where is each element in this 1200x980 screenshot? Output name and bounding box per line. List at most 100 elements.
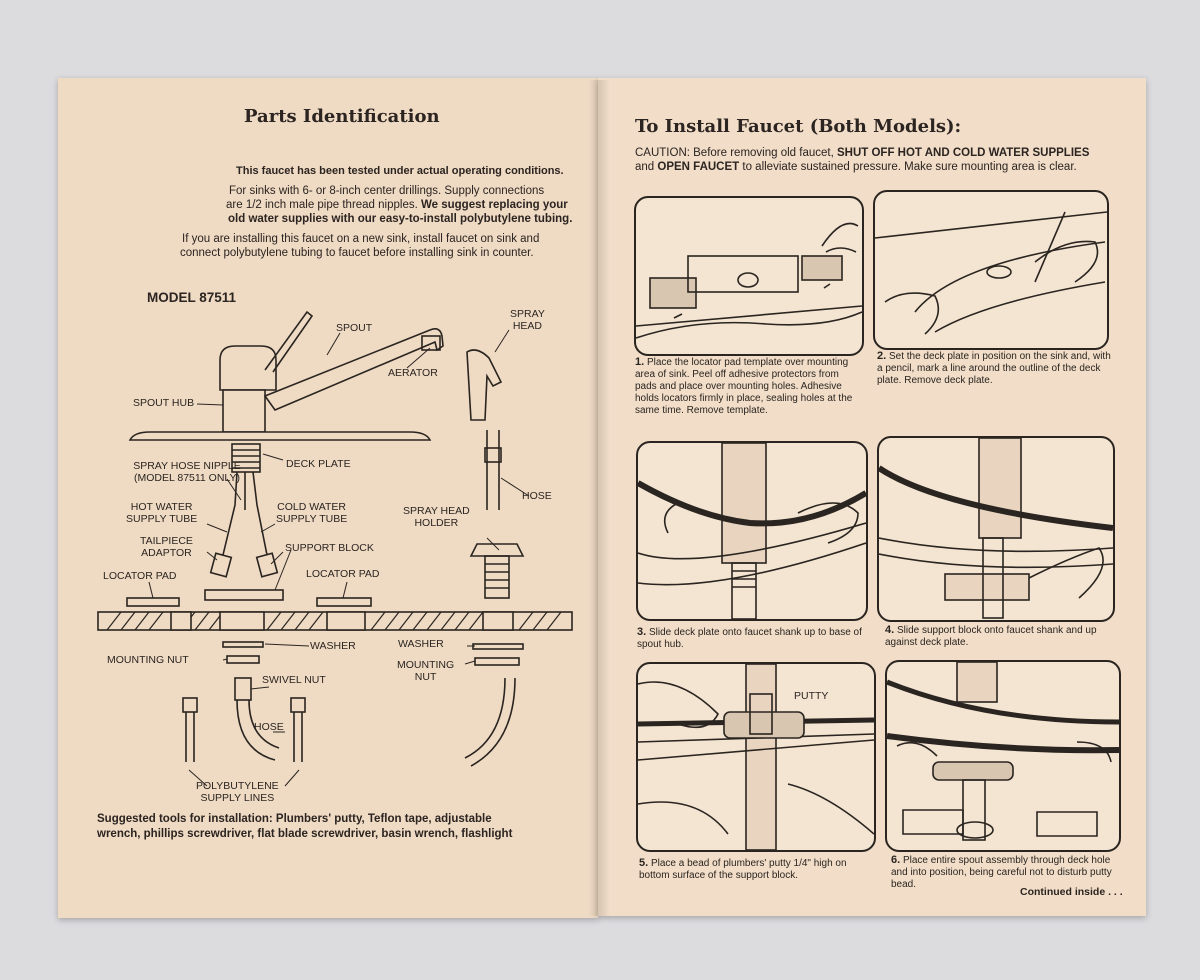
caution-g: mounting area is clear. [961,161,1077,173]
parts-identification-title: Parts Identification [244,106,440,127]
hot-supply-tube [222,471,238,556]
step-6-number: 6. [891,854,901,866]
caution-a: CAUTION: Before removing old faucet, [635,147,834,159]
tools-line2: wrench, phillips screwdriver, flat blade… [97,828,513,840]
step-1-illustration [634,196,864,356]
shank-threads [231,443,261,473]
label-hot-water-line2: SUPPLY TUBE [126,513,198,525]
step-5-text: Place a bead of plumbers' putty 1/4" hig… [639,858,847,881]
handle-lever [264,310,314,373]
step-3-number: 3. [637,626,647,638]
step-5-number: 5. [639,857,649,869]
spout-hub-base [222,389,266,433]
step-2-illustration [873,190,1109,350]
caution-d: and [635,161,655,173]
washer-right-shape [472,643,524,650]
step-6-caption: 6. Place entire spout assembly through d… [891,854,1127,891]
label-washer-left: WASHER [310,640,356,652]
intro-drillings-line1: For sinks with 6- or 8-inch center drill… [229,185,545,197]
label-mounting-nut-right: MOUNTING NUT [397,659,454,683]
label-spray-head: SPRAY HEAD [510,308,545,332]
label-locator-pad-right: LOCATOR PAD [306,568,380,580]
label-cold-water-line1: COLD WATER [277,501,347,513]
label-mounting-nut-right-line2: NUT [414,671,437,683]
step-2-drawing [875,211,1107,335]
label-hose-right: HOSE [522,490,552,502]
label-support-block: SUPPORT BLOCK [285,542,374,554]
spout-shape [263,328,444,411]
supply-line-right [293,712,303,762]
swivel-nut-shape [234,677,252,701]
label-swivel-nut: SWIVEL NUT [262,674,326,686]
model-number: MODEL 87511 [147,290,237,305]
label-spray-head-holder-line2: HOLDER [414,517,459,529]
tailpiece-adaptor-left [209,552,233,578]
step-1-text: Place the locator pad template over moun… [635,357,853,416]
mounting-nut-right-shape [474,657,520,666]
step-2-number: 2. [877,350,887,362]
step-3-drawing [638,443,866,619]
parts-diagram [97,310,573,787]
intro-new-sink-line2: connect polybutylene tubing to faucet be… [180,247,534,259]
caution-text: CAUTION: Before removing old faucet, SHU… [635,146,1105,174]
booklet-spine [588,80,610,916]
spray-hose-shape [486,430,500,510]
step-2-text: Set the deck plate in position on the si… [877,351,1111,386]
caution-f: to alleviate sustained pressure. Make su… [742,161,958,173]
tools-heading: Suggested tools for installation: [97,813,273,825]
label-mounting-nut-right-line1: MOUNTING [397,659,455,671]
step-4-drawing [879,438,1113,619]
label-hot-water: HOT WATER SUPPLY TUBE [126,501,197,525]
step-4-text: Slide support block onto faucet shank an… [885,625,1097,648]
label-spout-hub: SPOUT HUB [133,397,195,409]
intro-new-sink-line1: If you are installing this faucet on a n… [182,233,540,245]
deck-plate-shape [128,431,432,441]
left-page [58,78,598,918]
label-cold-water: COLD WATER SUPPLY TUBE [276,501,347,525]
washer-left-shape [222,641,264,648]
step-4-number: 4. [885,624,895,636]
supply-line-left-nut [182,697,198,713]
spout-hub-shape [219,345,277,391]
step-1-number: 1. [635,356,645,368]
label-spray-head-holder: SPRAY HEAD HOLDER [403,505,470,529]
intro-suggest: We suggest replacing your [421,199,568,211]
step-5-caption: 5. Place a bead of plumbers' putty 1/4" … [639,857,875,882]
label-tailpiece-adaptor: TAILPIECE ADAPTOR [140,535,193,559]
continued-inside: Continued inside . . . [1020,886,1123,898]
intro-nipples: are 1/2 inch male pipe thread nipples. [226,199,418,211]
aerator-shape [421,335,441,351]
caution-c: SUPPLIES [1032,147,1090,159]
intro-drillings-line2: are 1/2 inch male pipe thread nipples. W… [226,198,568,213]
support-block-shape [204,589,284,601]
label-locator-pad-left: LOCATOR PAD [103,570,177,582]
label-tailpiece-line1: TAILPIECE [140,535,193,547]
install-title: To Install Faucet (Both Models): [635,116,962,137]
label-tailpiece-line2: ADAPTOR [141,547,192,559]
cold-supply-tube [252,471,268,556]
label-hot-water-line1: HOT WATER [130,501,193,513]
label-polybutylene-line2: SUPPLY LINES [200,792,275,804]
label-spray-head-line2: HEAD [512,320,542,332]
tools-list-a: Plumbers' putty, Teflon tape, adjustable [275,813,492,825]
step-3-illustration [636,441,868,621]
label-cold-water-line2: SUPPLY TUBE [276,513,348,525]
hose-lower-shape [236,699,280,761]
label-mounting-nut-left: MOUNTING NUT [107,654,189,666]
spray-head-shape [466,349,503,421]
step-6-drawing [887,662,1119,841]
label-deck-plate: DECK PLATE [286,458,351,470]
locator-pad-left-shape [126,597,180,607]
label-washer-right: WASHER [398,638,444,650]
label-polybutylene-line1: POLYBUTYLENE [196,780,279,792]
label-putty: PUTTY [794,690,829,702]
step-4-caption: 4. Slide support block onto faucet shank… [885,624,1121,649]
label-spray-head-line1: SPRAY [510,308,545,320]
spray-hose-lower [464,677,516,767]
label-spray-hose-nipple: SPRAY HOSE NIPPLE (MODEL 87511 ONLY) [132,460,242,484]
step-4-illustration [877,436,1115,622]
supply-line-left [185,712,195,762]
label-aerator: AERATOR [388,367,438,379]
tailpiece-adaptor-right [255,552,279,578]
step-6-text: Place entire spout assembly through deck… [891,855,1112,890]
